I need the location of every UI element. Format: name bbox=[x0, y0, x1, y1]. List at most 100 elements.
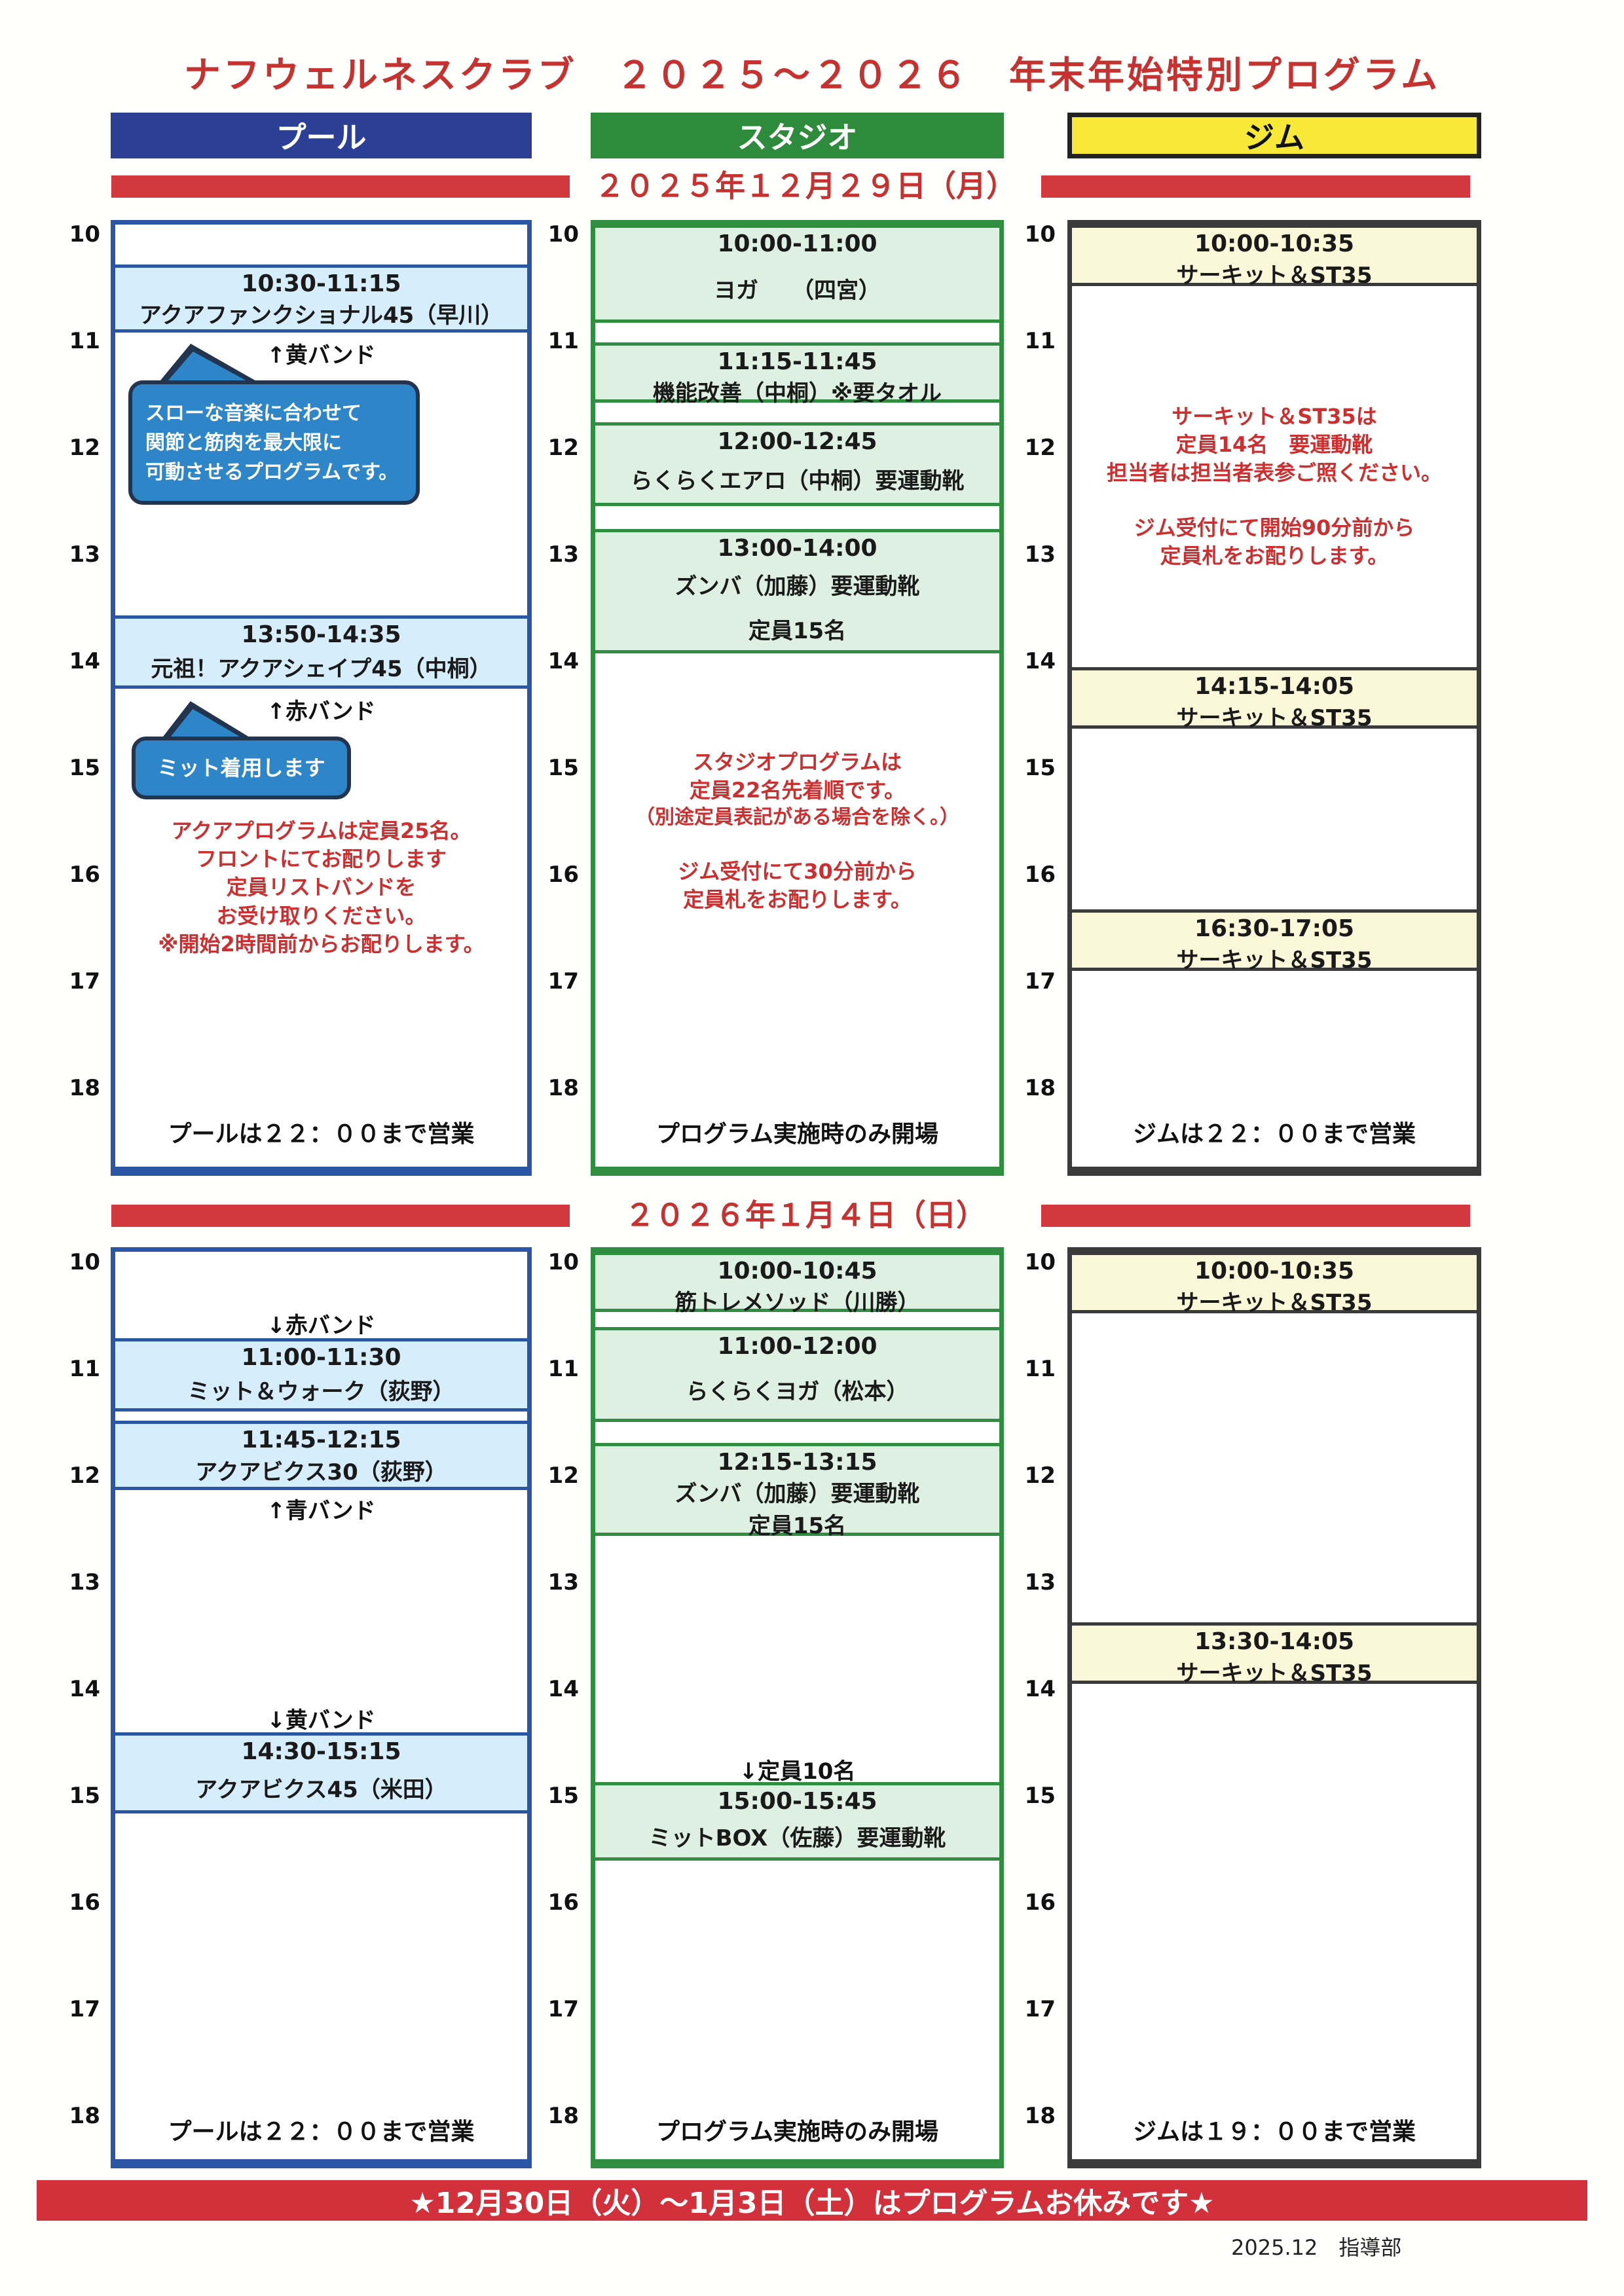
slot-time: 14:30-15:15 bbox=[241, 1738, 401, 1765]
slot-name: ミット＆ウォーク（荻野） bbox=[187, 1379, 455, 1405]
time-label: 16 bbox=[1024, 862, 1056, 888]
gym-closing-note: ジムは２２：００まで営業 bbox=[1132, 1121, 1416, 1148]
slot-name: ズンバ（加藤）要運動靴 bbox=[674, 1481, 920, 1507]
notice-line: 担当者は担当者表参ご照ください。 bbox=[1106, 460, 1442, 486]
time-label: 15 bbox=[1024, 755, 1056, 781]
schedule-slot: 13:00-14:00 ズンバ（加藤）要運動靴 定員15名 bbox=[595, 529, 999, 653]
bubble-line: ミット着用します bbox=[157, 756, 325, 780]
notice-line: 定員22名先着順です。 bbox=[689, 778, 906, 803]
schedule-slot: 12:15-13:15 ズンバ（加藤）要運動靴 定員15名 bbox=[595, 1443, 999, 1539]
notice-line: サーキット＆ST35は bbox=[1172, 404, 1377, 429]
slot-name: サーキット＆ST35 bbox=[1176, 1290, 1373, 1316]
speech-bubble: スローな音楽に合わせて 関節と筋肉を最大限に 可動させるプログラムです。 bbox=[128, 380, 420, 505]
slot-time: 11:00-12:00 bbox=[717, 1333, 877, 1360]
notice-line: 定員札をお配りします。 bbox=[1160, 543, 1389, 568]
slot-time: 12:15-13:15 bbox=[717, 1449, 877, 1476]
time-label: 13 bbox=[1024, 541, 1056, 568]
date-banner-bar bbox=[111, 1205, 570, 1227]
time-label: 18 bbox=[547, 2103, 579, 2129]
time-label: 13 bbox=[69, 541, 100, 568]
slot-time: 13:50-14:35 bbox=[241, 621, 401, 648]
time-label: 13 bbox=[547, 541, 579, 568]
slot-name: ヨガ （四宮） bbox=[714, 278, 881, 304]
time-label: 10 bbox=[547, 221, 579, 247]
schedule-slot: 14:30-15:15 アクアビクス45（米田） bbox=[115, 1732, 527, 1813]
time-label: 10 bbox=[69, 1249, 100, 1275]
date-banner-bar bbox=[1041, 175, 1470, 198]
notice-line: ジム受付にて30分前から bbox=[678, 858, 917, 884]
time-label: 14 bbox=[1024, 1676, 1056, 1702]
time-label: 17 bbox=[547, 968, 579, 994]
studio-closing-note: プログラム実施時のみ開場 bbox=[656, 1121, 938, 1148]
studio-closing-note: プログラム実施時のみ開場 bbox=[656, 2119, 938, 2145]
bubble-line: スローな音楽に合わせて bbox=[145, 401, 361, 425]
schedule-slot: 10:00-11:00 ヨガ （四宮） bbox=[595, 225, 999, 323]
slot-time: 16:30-17:05 bbox=[1194, 915, 1355, 942]
time-label: 11 bbox=[547, 1356, 579, 1382]
studio-notice: スタジオプログラムは 定員22名先着順です。 （別途定員表記がある場合を除く。）… bbox=[595, 748, 999, 914]
studio-schedule-day1: 10:00-11:00 ヨガ （四宮） 11:15-11:45 機能改善（中桐）… bbox=[591, 220, 1004, 1176]
time-label: 14 bbox=[69, 1676, 100, 1702]
gym-schedule-day1: 10:00-10:35 サーキット＆ST35 サーキット＆ST35は 定員14名… bbox=[1067, 220, 1481, 1176]
slot-time: 13:00-14:00 bbox=[717, 535, 877, 562]
slot-time: 12:00-12:45 bbox=[717, 428, 877, 455]
gym-closing-note: ジムは１９：００まで営業 bbox=[1132, 2119, 1416, 2145]
time-label: 18 bbox=[547, 1075, 579, 1101]
pool-closing-note: プールは２２：００まで営業 bbox=[168, 1121, 475, 1148]
slot-name: 筋トレメソッド（川勝） bbox=[674, 1290, 920, 1316]
notice-line: 定員札をお配りします。 bbox=[683, 887, 912, 913]
slot-name: ズンバ（加藤）要運動靴 bbox=[674, 573, 920, 600]
slot-time: 11:45-12:15 bbox=[241, 1427, 401, 1453]
date-banner-bar bbox=[111, 175, 570, 198]
slot-time: 11:00-11:30 bbox=[241, 1344, 401, 1371]
time-label: 18 bbox=[1024, 2103, 1056, 2129]
slot-capacity: 定員15名 bbox=[748, 617, 847, 644]
time-label: 12 bbox=[69, 1463, 100, 1489]
page-title: ナフウェルネスクラブ ２０２５～２０２６ 年末年始特別プログラム bbox=[183, 54, 1441, 97]
slot-name: サーキット＆ST35 bbox=[1176, 1660, 1373, 1686]
slot-name: アクアビクス45（米田） bbox=[195, 1777, 447, 1803]
schedule-slot: 11:45-12:15 アクアビクス30（荻野） bbox=[115, 1421, 527, 1490]
slot-time: 10:00-10:35 bbox=[1194, 1258, 1355, 1285]
notice-line: ※開始2時間前からお配りします。 bbox=[158, 931, 485, 957]
slot-name: サーキット＆ST35 bbox=[1176, 263, 1373, 289]
slot-time: 15:00-15:45 bbox=[717, 1788, 877, 1815]
band-note: ↓赤バンド bbox=[267, 1313, 376, 1339]
schedule-slot: 11:15-11:45 機能改善（中桐）※要タオル bbox=[595, 342, 999, 407]
time-label: 12 bbox=[69, 435, 100, 461]
time-label: 12 bbox=[1024, 1463, 1056, 1489]
slot-name: アクアファンクショナル45（早川） bbox=[139, 302, 504, 329]
time-label: 14 bbox=[547, 648, 579, 674]
notice-line: お受け取りください。 bbox=[216, 903, 426, 928]
slot-time: 10:00-10:35 bbox=[1194, 230, 1355, 257]
time-label: 11 bbox=[1024, 1356, 1056, 1382]
slot-name: らくらくエアロ（中桐）要運動靴 bbox=[630, 468, 965, 494]
time-label: 18 bbox=[69, 1075, 100, 1101]
time-label: 17 bbox=[1024, 968, 1056, 994]
time-label: 10 bbox=[1024, 1249, 1056, 1275]
time-label: 16 bbox=[547, 1889, 579, 1916]
time-label: 16 bbox=[547, 862, 579, 888]
time-label: 10 bbox=[547, 1249, 579, 1275]
pool-closing-note: プールは２２：００まで営業 bbox=[168, 2119, 475, 2145]
time-label: 12 bbox=[1024, 435, 1056, 461]
notice-line: （別途定員表記がある場合を除く。） bbox=[635, 806, 959, 829]
time-label: 13 bbox=[1024, 1569, 1056, 1595]
time-label: 13 bbox=[69, 1569, 100, 1595]
schedule-slot: 10:00-10:45 筋トレメソッド（川勝） bbox=[595, 1252, 999, 1316]
notice-line: 定員14名 要運動靴 bbox=[1175, 432, 1373, 458]
gym-notice: サーキット＆ST35は 定員14名 要運動靴 担当者は担当者表参ご照ください。 … bbox=[1072, 403, 1477, 570]
slot-name: サーキット＆ST35 bbox=[1176, 947, 1373, 974]
time-label: 11 bbox=[1024, 328, 1056, 354]
time-label: 11 bbox=[547, 328, 579, 354]
pool-schedule-day2: ↓赤バンド 11:00-11:30 ミット＆ウォーク（荻野） 11:45-12:… bbox=[111, 1247, 532, 2168]
time-label: 18 bbox=[1024, 1075, 1056, 1101]
band-note: ↑黄バンド bbox=[267, 342, 376, 369]
slot-name: アクアビクス30（荻野） bbox=[195, 1459, 447, 1485]
date-2: ２０２６年１月４日（日） bbox=[625, 1197, 986, 1233]
time-label: 10 bbox=[1024, 221, 1056, 247]
time-label: 15 bbox=[547, 755, 579, 781]
time-label: 16 bbox=[1024, 1889, 1056, 1916]
schedule-slot: 10:00-10:35 サーキット＆ST35 bbox=[1072, 225, 1477, 289]
schedule-slot: 14:15-14:05 サーキット＆ST35 bbox=[1072, 667, 1477, 731]
